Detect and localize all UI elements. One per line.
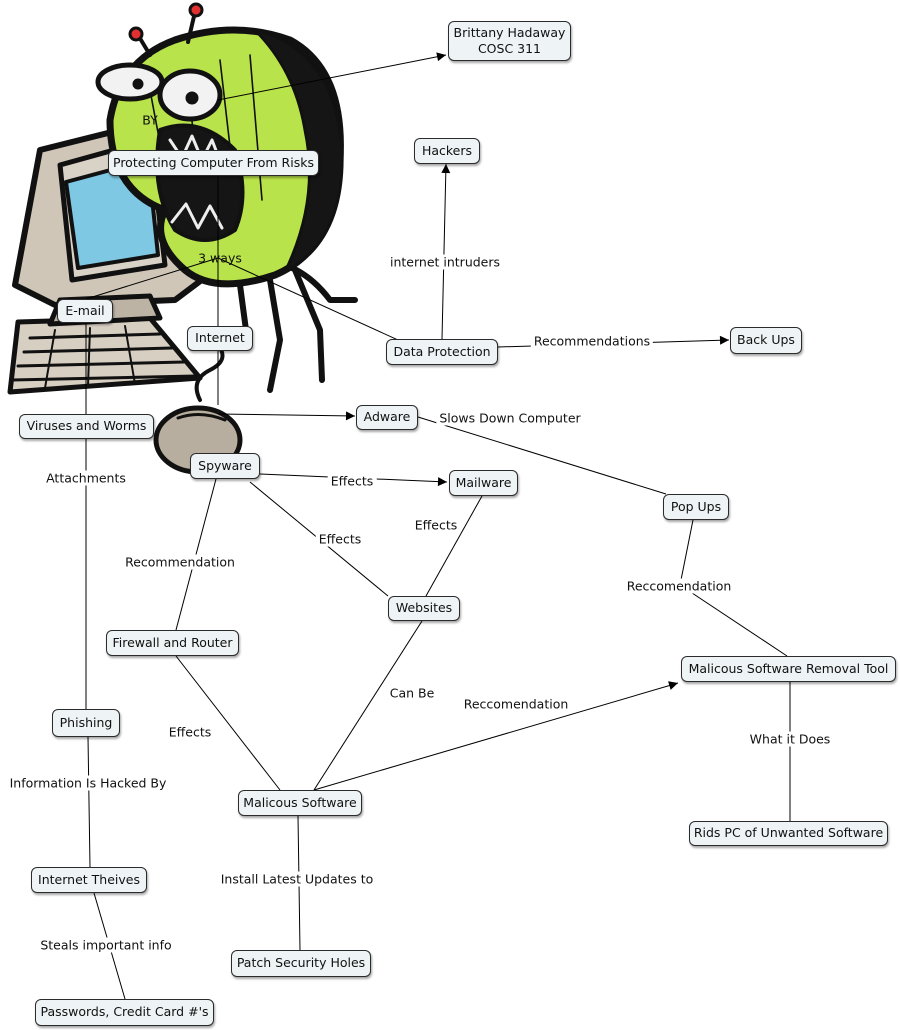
link-websites-to-malsoft: [313, 620, 423, 791]
link-label-3-ways: 3 ways: [198, 250, 242, 266]
link-label-effects-firewall: Effects: [165, 724, 215, 740]
link-label-by: BY: [142, 112, 158, 128]
node-malicious-software[interactable]: Malicous Software: [238, 790, 362, 816]
link-lines: [85, 52, 791, 1000]
node-rids-pc[interactable]: Rids PC of Unwanted Software: [689, 821, 888, 846]
node-websites[interactable]: Websites: [388, 596, 460, 621]
link-firewall-to-malsoft: [175, 655, 281, 791]
link-label-slows-down: Slows Down Computer: [436, 410, 584, 426]
link-popups-reccom: [679, 519, 694, 586]
link-label-what-it-does: What it Does: [746, 731, 834, 747]
link-label-reccomendation-malsoft: Reccomendation: [460, 696, 572, 712]
node-data-protection[interactable]: Data Protection: [386, 339, 498, 365]
link-label-effects-websites-right: Effects: [411, 517, 461, 533]
link-ways-to-email: [85, 257, 219, 300]
node-viruses-worms[interactable]: Viruses and Worms: [19, 414, 154, 439]
node-mailware[interactable]: Mailware: [449, 470, 518, 496]
link-label-effects-websites-left: Effects: [315, 531, 365, 547]
node-patch-security[interactable]: Patch Security Holes: [231, 950, 371, 977]
node-internet-thieves[interactable]: Internet Theives: [31, 867, 147, 893]
node-popups[interactable]: Pop Ups: [663, 494, 729, 520]
link-label-internet-intruders: internet intruders: [386, 254, 504, 270]
link-label-recommendation: Recommendation: [122, 554, 238, 570]
link-internet-to-adware: [217, 411, 356, 421]
node-phishing[interactable]: Phishing: [52, 709, 120, 737]
link-label-reccomendation-popups: Reccomendation: [623, 578, 735, 594]
node-removal-tool[interactable]: Malicous Software Removal Tool: [681, 656, 896, 682]
node-email[interactable]: E-mail: [57, 299, 113, 323]
link-malsoft-to-msrt: [313, 681, 679, 791]
node-passwords[interactable]: Passwords, Credit Card #'s: [35, 999, 214, 1026]
link-adware-to-popups: [417, 416, 667, 495]
link-label-recommendations: Recommendations: [530, 333, 654, 349]
node-author[interactable]: Brittany Hadaway COSC 311: [448, 21, 571, 61]
computer-bug-icon: [7, 2, 358, 475]
link-main-to-author: [217, 52, 447, 101]
node-hackers[interactable]: Hackers: [414, 138, 480, 164]
node-internet[interactable]: Internet: [187, 326, 253, 351]
link-phishing-to-thieves: [87, 736, 91, 868]
node-backups[interactable]: Back Ups: [730, 327, 802, 354]
link-ways-to-dataprot: [217, 257, 421, 351]
node-adware[interactable]: Adware: [356, 405, 418, 430]
node-main-topic[interactable]: Protecting Computer From Risks: [108, 150, 319, 176]
node-firewall-router[interactable]: Firewall and Router: [106, 630, 239, 656]
link-mailware-to-websites: [425, 495, 483, 597]
node-spyware[interactable]: Spyware: [190, 453, 260, 479]
link-label-effects-mailware: Effects: [327, 473, 377, 489]
link-label-can-be: Can Be: [386, 685, 438, 701]
link-label-hacked-by: Information Is Hacked By: [6, 775, 170, 791]
link-label-install-updates: Install Latest Updates to: [217, 871, 377, 887]
link-reccom-to-msrt: [679, 584, 788, 657]
link-label-attachments: Attachments: [43, 470, 129, 486]
link-dataprot-to-hackers: [441, 163, 451, 340]
link-label-steals-info: Steals important info: [37, 937, 175, 953]
